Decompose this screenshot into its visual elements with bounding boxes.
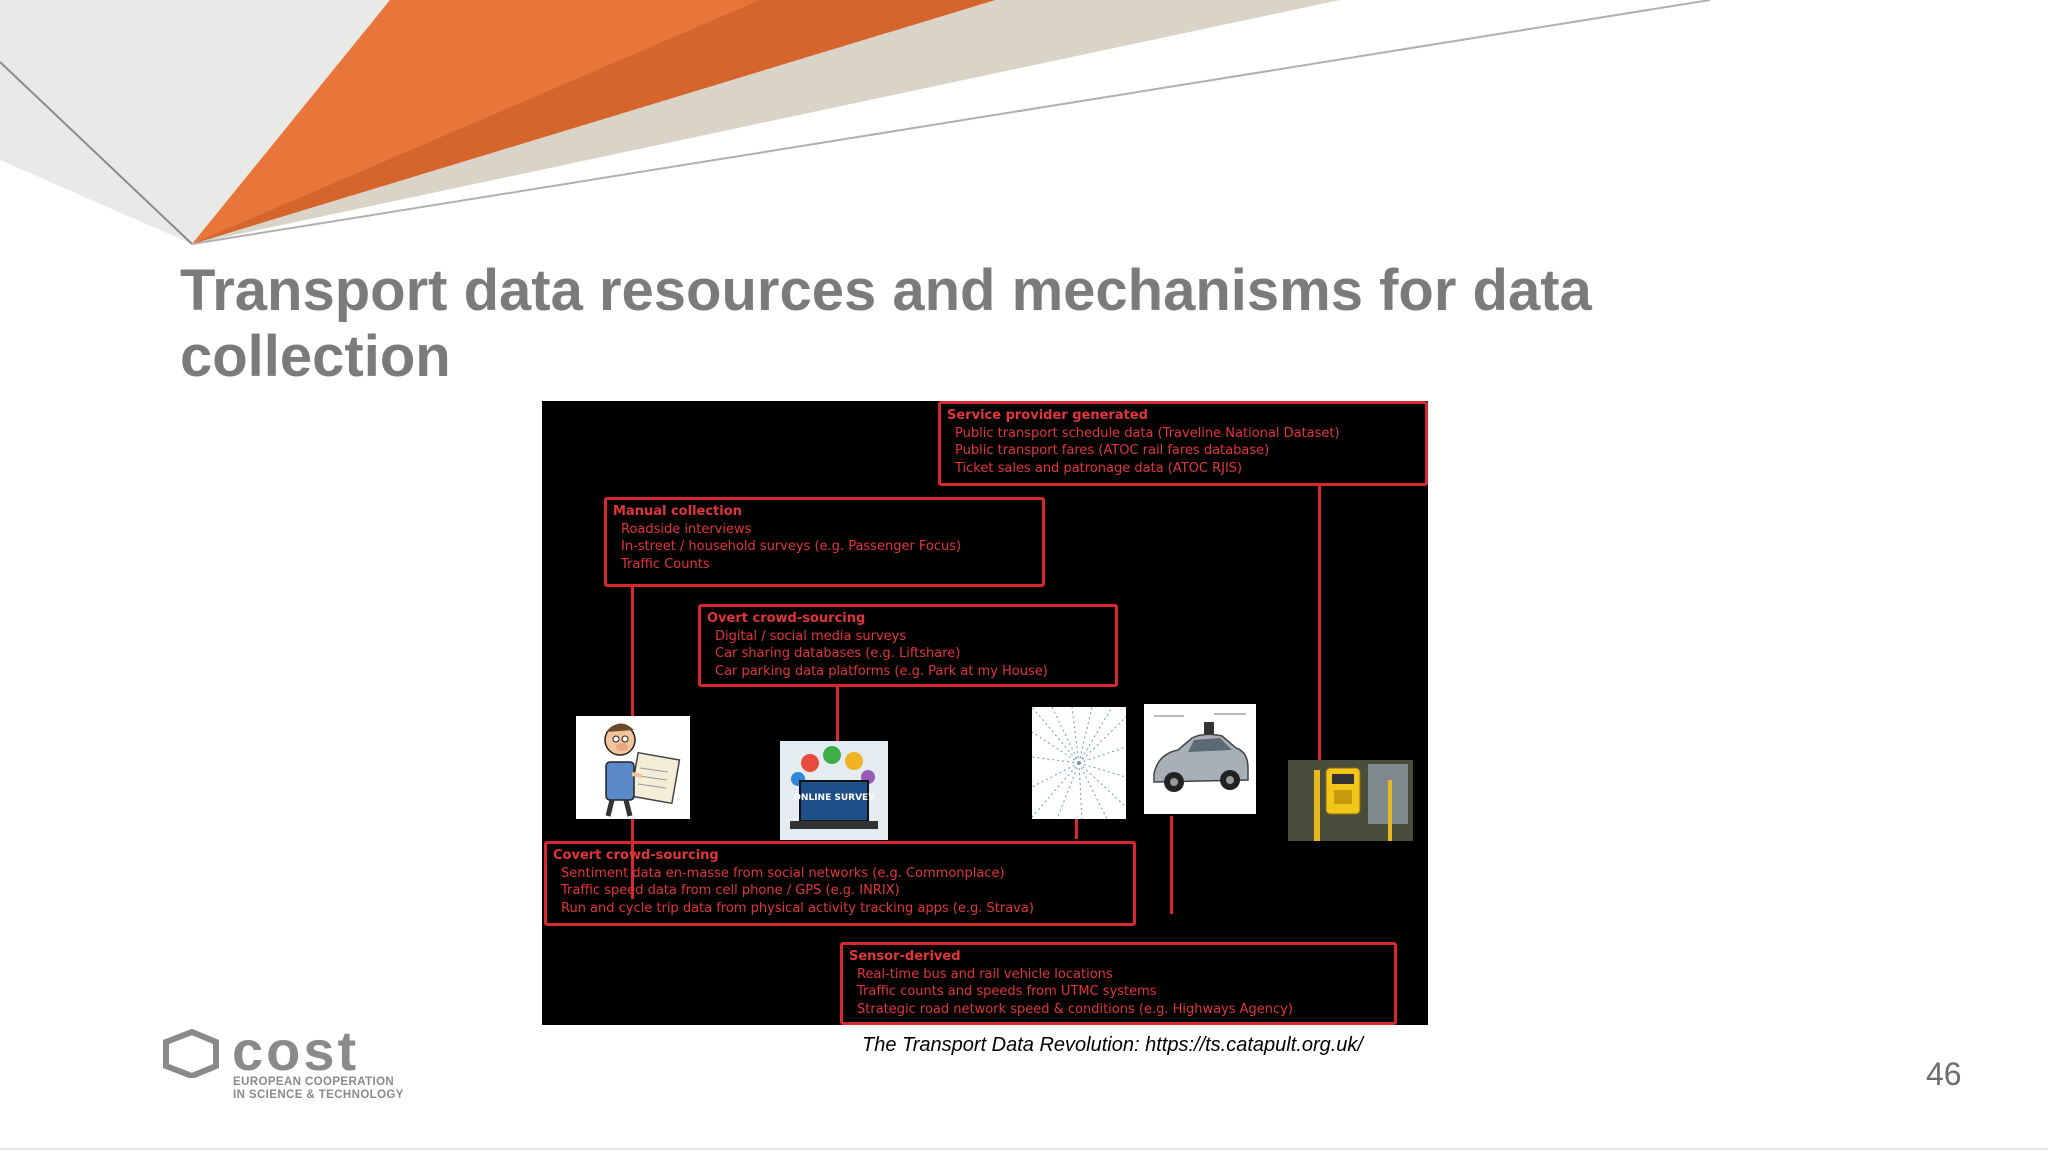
surveyor-cartoon-image: [576, 716, 690, 819]
manual-collection-heading: Manual collection: [613, 504, 742, 519]
data-network-image: [1032, 707, 1126, 819]
manual-collection-item: Roadside interviews: [621, 521, 752, 537]
service-provider-box: Service provider generated Public transp…: [938, 401, 1428, 486]
logo-subtitle-line: IN SCIENCE & TECHNOLOGY: [233, 1089, 404, 1101]
transport-data-diagram: Service provider generated Public transp…: [542, 401, 1428, 1025]
bus-ticket-machine-image: [1288, 760, 1413, 841]
covert-crowd-item: Run and cycle trip data from physical ac…: [561, 900, 1034, 916]
connector-service: [1318, 485, 1321, 765]
sensor-derived-item: Strategic road network speed & condition…: [857, 1001, 1293, 1017]
service-provider-item: Public transport schedule data (Travelin…: [955, 425, 1340, 441]
sensor-derived-item: Traffic counts and speeds from UTMC syst…: [857, 984, 1157, 999]
online-survey-laptop-image: ONLINE SURVEY: [780, 741, 888, 840]
overt-crowd-heading: Overt crowd-sourcing: [707, 611, 866, 626]
service-provider-item: Public transport fares (ATOC rail fares …: [955, 443, 1270, 458]
logo-brand-text: cost: [232, 1028, 359, 1078]
manual-collection-item: Traffic Counts: [621, 556, 710, 572]
connector-sensor: [1170, 816, 1173, 914]
covert-crowd-heading: Covert crowd-sourcing: [553, 848, 719, 863]
sensor-derived-heading: Sensor-derived: [849, 949, 961, 964]
service-provider-item: Ticket sales and patronage data (ATOC RJ…: [955, 460, 1243, 476]
overt-crowd-item: Car sharing databases (e.g. Liftshare): [715, 646, 961, 661]
slide-title: Transport data resources and mechanisms …: [180, 258, 1592, 389]
page-number: 46: [1926, 1056, 1962, 1092]
cost-logo: cost: [163, 1028, 359, 1078]
overt-crowd-item: Car parking data platforms (e.g. Park at…: [715, 663, 1048, 679]
bottom-divider: [0, 1148, 2048, 1150]
overt-crowd-item: Digital / social media surveys: [715, 628, 907, 644]
service-provider-heading: Service provider generated: [947, 408, 1148, 423]
decorative-banner: [0, 0, 1711, 245]
covert-crowd-item: Traffic speed data from cell phone / GPS…: [561, 883, 900, 898]
sensor-derived-item: Real-time bus and rail vehicle locations: [857, 966, 1113, 982]
image-caption: The Transport Data Revolution: https://t…: [862, 1034, 1363, 1056]
manual-collection-item: In-street / household surveys (e.g. Pass…: [621, 539, 962, 554]
online-survey-label: ONLINE SURVEY: [793, 793, 875, 803]
connector-covert: [1075, 817, 1078, 839]
overt-crowd-box: Overt crowd-sourcing Digital / social me…: [698, 604, 1118, 687]
covert-crowd-item: Sentiment data en-masse from social netw…: [561, 865, 1005, 881]
logo-subtitle: EUROPEAN COOPERATION IN SCIENCE & TECHNO…: [233, 1076, 404, 1102]
connector-overt: [836, 685, 839, 742]
sensor-car-image: [1144, 704, 1256, 814]
manual-collection-box: Manual collection Roadside interviews In…: [604, 497, 1045, 587]
covert-crowd-box: Covert crowd-sourcing Sentiment data en-…: [544, 841, 1136, 926]
sensor-derived-box: Sensor-derived Real-time bus and rail ve…: [840, 942, 1397, 1025]
logo-subtitle-line: EUROPEAN COOPERATION: [233, 1076, 395, 1088]
